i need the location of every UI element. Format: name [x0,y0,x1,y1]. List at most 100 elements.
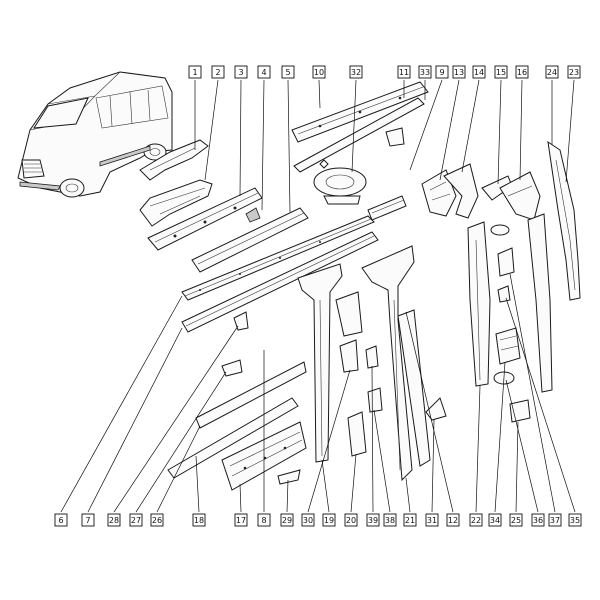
callout-bottom-38: 38 [383,513,397,527]
callout-top-16: 16 [515,65,529,79]
callout-bottom-6: 6 [54,513,68,527]
callout-box [150,513,164,527]
callout-box [469,513,483,527]
part-16 [499,171,541,221]
callout-box [531,513,545,527]
callout-bottom-18: 18 [192,513,206,527]
part-30 [339,339,359,373]
callout-box [211,65,225,79]
part-32 [313,167,367,205]
callout-top-2: 2 [211,65,225,79]
van-illustration [17,71,173,198]
callout-box [568,513,582,527]
part-24 [547,140,581,301]
part-8 [335,291,363,337]
callout-number: 39 [368,516,378,525]
callout-box [494,65,508,79]
callout-number: 14 [474,68,484,77]
callout-box [515,65,529,79]
callout-box [488,513,502,527]
callout-box [397,65,411,79]
callout-number: 30 [303,516,313,525]
part-11 [293,97,425,173]
part-23 [527,213,553,393]
callout-box [435,65,449,79]
callout-bottom-17: 17 [234,513,248,527]
callout-number: 10 [314,68,324,77]
callout-number: 15 [496,68,506,77]
callout-number: 29 [282,516,292,525]
callout-bottom-21: 21 [403,513,417,527]
callout-number: 13 [454,68,464,77]
callout-number: 31 [427,516,437,525]
part-35 [497,285,511,303]
callout-box [234,65,248,79]
callout-number: 16 [517,68,527,77]
part-5 [181,215,375,301]
callout-number: 23 [569,68,579,77]
callout-top-3: 3 [234,65,248,79]
callout-box [344,513,358,527]
callout-number: 3 [238,68,243,77]
callout-box [81,513,95,527]
part-12 [397,309,431,467]
callout-top-24: 24 [545,65,559,79]
part-22 [467,221,491,387]
part-7 [319,159,329,169]
callout-top-5: 5 [281,65,295,79]
callout-number: 11 [399,68,409,77]
callout-number: 34 [490,516,500,525]
callout-box [281,65,295,79]
callout-box [234,513,248,527]
callout-top-9: 9 [435,65,449,79]
callout-number: 17 [236,516,246,525]
callout-bottom-22: 22 [469,513,483,527]
callout-number: 38 [385,516,395,525]
callout-number: 8 [261,516,266,525]
callout-bottom-25: 25 [509,513,523,527]
callout-number: 7 [85,516,90,525]
part-29 [277,469,301,485]
callout-number: 22 [471,516,481,525]
callout-number: 12 [448,516,458,525]
part-20 [347,411,367,457]
callout-bottom-36: 36 [531,513,545,527]
callout-top-33: 33 [418,65,432,79]
callout-number: 19 [324,516,334,525]
callout-box [425,513,439,527]
callout-number: 26 [152,516,162,525]
callout-box [472,65,486,79]
callout-top-14: 14 [472,65,486,79]
callout-box [107,513,121,527]
callout-top-11: 11 [397,65,411,79]
callout-box [548,513,562,527]
callout-box [301,513,315,527]
callout-number: 20 [346,516,356,525]
callout-box [383,513,397,527]
callout-bottom-39: 39 [366,513,380,527]
callout-box [567,65,581,79]
callout-box [129,513,143,527]
callout-number: 24 [547,68,557,77]
part-26 [195,361,307,429]
callout-box [545,65,559,79]
callout-number: 6 [58,516,63,525]
callout-top-23: 23 [567,65,581,79]
part-18 [167,397,299,479]
callout-bottom-29: 29 [280,513,294,527]
callout-number: 2 [215,68,220,77]
callout-bottom-35: 35 [568,513,582,527]
callout-number: 25 [511,516,521,525]
part-19 [297,263,343,463]
callout-bottom-12: 12 [446,513,460,527]
part-1 [139,139,209,181]
callout-number: 4 [261,68,266,77]
callout-bottom-7: 7 [81,513,95,527]
callout-number: 18 [194,516,204,525]
callout-number: 28 [109,516,119,525]
callout-box [280,513,294,527]
callout-bottom-27: 27 [129,513,143,527]
callout-box [366,513,380,527]
